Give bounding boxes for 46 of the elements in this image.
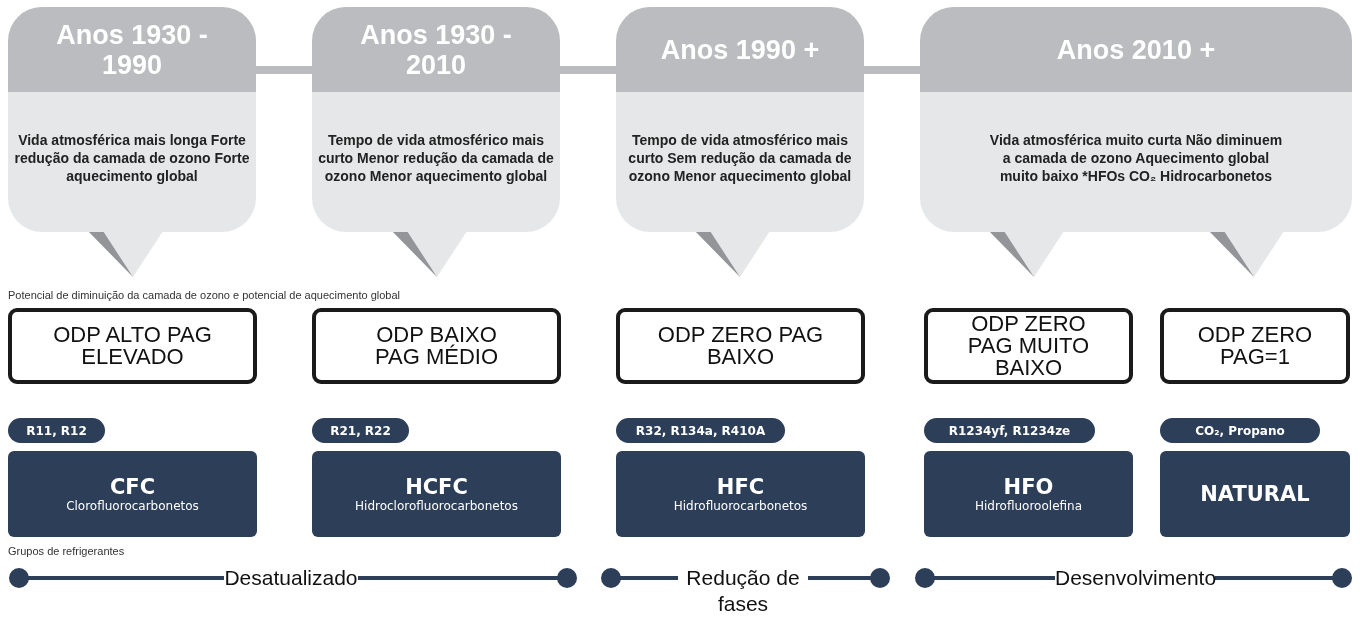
refrigerant-pill: CO₂, Propano (1160, 418, 1320, 443)
group-name: Hidrofluoroolefina (974, 498, 1083, 514)
group-acronym: NATURAL (1200, 482, 1310, 506)
rating-text: ODP BAIXO PAG MÉDIO (373, 324, 500, 368)
group-box (1160, 451, 1350, 537)
group-name: Clorofluorocarbonetos (66, 498, 199, 514)
period-heading: Anos 1990 + (660, 34, 820, 65)
period-heading: Anos 1930 - 2010 (359, 19, 513, 80)
group-acronym: HCFC (405, 474, 468, 499)
speech-bubble (312, 7, 560, 232)
group-acronym: HFO (1003, 474, 1054, 499)
speech-bubble (616, 7, 864, 232)
group-acronym: CFC (109, 474, 156, 499)
connector-line (560, 66, 616, 74)
axis-caption: Grupos de refrigerantes (8, 545, 125, 557)
rating-text: ODP ALTO PAG ELEVADO (52, 324, 213, 368)
group-name: Hidrofluorocarbonetos (673, 498, 808, 514)
properties-text: Tempo de vida atmosférico mais curto Menor redução da camada de ozono Menor aquecimento global (317, 131, 555, 185)
group-box (312, 451, 561, 537)
period-heading: Anos 2010 + (1056, 34, 1216, 65)
refrigerant-pill: R32, R134a, R410A (616, 418, 785, 443)
refrigerant-pill: R21, R22 (312, 418, 409, 443)
rating-box (8, 308, 257, 384)
connector-line (256, 66, 312, 74)
speech-bubble (8, 7, 256, 232)
group-box (616, 451, 865, 537)
rating-text: ODP ZERO PAG MUITO BAIXO (966, 313, 1091, 379)
rating-box (312, 308, 561, 384)
connector-line (864, 66, 920, 74)
group-box (8, 451, 257, 537)
properties-text: Vida atmosférica muito curta Não diminuem a camada de ozono Aquecimento global muito baixo *HFOs CO₂ Hidrocarbonetos (988, 131, 1284, 185)
speech-bubble (920, 7, 1352, 232)
rating-text: ODP ZERO PAG=1 (1196, 324, 1314, 368)
rating-box (616, 308, 865, 384)
refrigerant-pill: R1234yf, R1234ze (924, 418, 1095, 443)
group-acronym: HFC (716, 474, 765, 499)
properties-text: Tempo de vida atmosférico mais curto Sem redução da camada de ozono Menor aquecimento global (627, 131, 853, 185)
group-box (924, 451, 1133, 537)
refrigerant-pill: R11, R12 (8, 418, 105, 443)
axis-caption: Potencial de diminuição da camada de ozono e potencial de aquecimento global (8, 289, 400, 301)
properties-text: Vida atmosférica mais longa Forte redução da camada de ozono Forte aquecimento global (13, 131, 251, 185)
rating-text: ODP ZERO PAG BAIXO (656, 324, 825, 368)
rating-box (924, 308, 1133, 384)
period-heading: Anos 1930 - 1990 (55, 19, 209, 80)
group-name: Hidroclorofluorocarbonetos (355, 498, 518, 514)
rating-box (1160, 308, 1350, 384)
